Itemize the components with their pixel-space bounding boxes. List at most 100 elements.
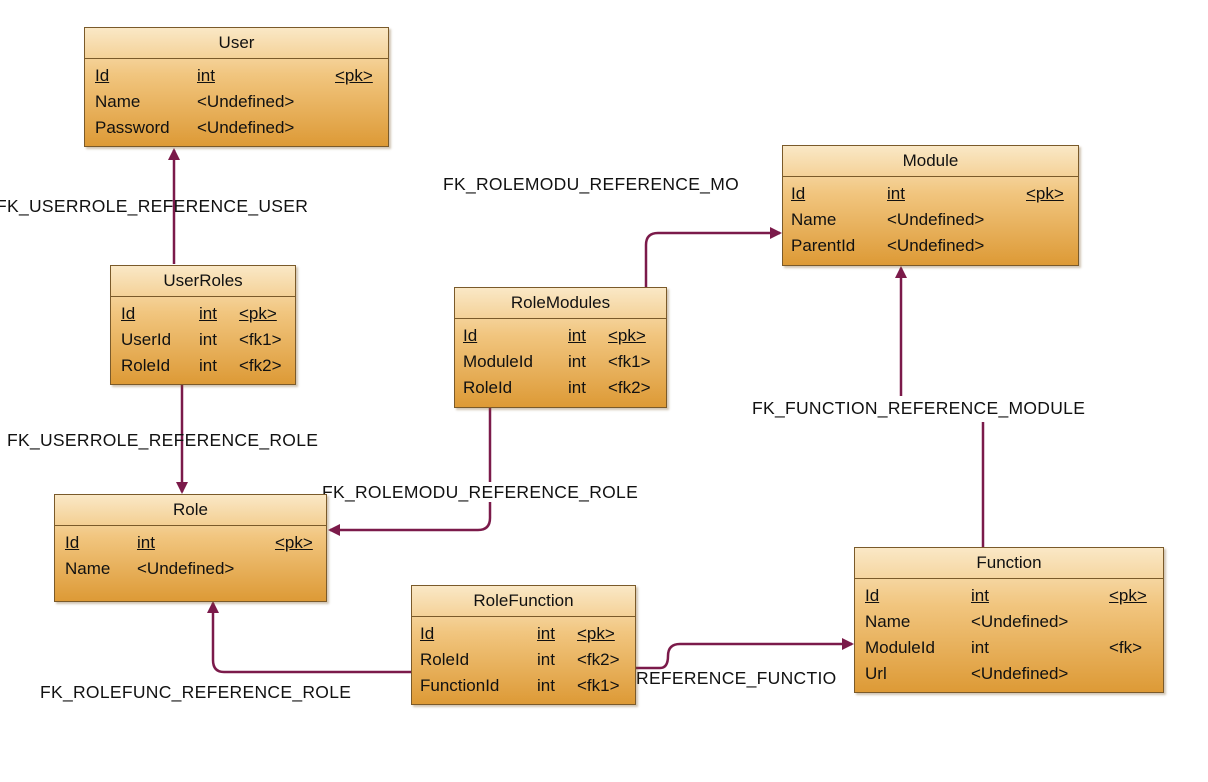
attr-key: <fk1> — [608, 352, 651, 371]
attr-name: Url — [865, 664, 887, 683]
attr-row: Id int <pk> — [783, 181, 1078, 207]
attr-type: int — [971, 586, 989, 605]
attr-row: RoleId int <fk2> — [412, 647, 635, 673]
attr-row: Id int <pk> — [455, 323, 666, 349]
entity-module[interactable]: Module Id int <pk> Name <Undefined> Pare… — [782, 145, 1079, 266]
attr-row: UserId int <fk1> — [111, 327, 295, 353]
attr-key: <fk2> — [577, 650, 620, 669]
connector-rolefunction-role — [207, 601, 411, 674]
attr-name: Id — [95, 66, 110, 85]
attr-key: <fk1> — [239, 330, 282, 349]
attr-row: RoleId int <fk2> — [111, 353, 295, 379]
attr-name: Id — [463, 326, 478, 345]
attr-name: Name — [791, 210, 837, 229]
attr-name: Id — [865, 586, 880, 605]
attr-row: Id int <pk> — [55, 530, 326, 556]
attr-type: int — [197, 66, 215, 85]
attr-name: RoleId — [121, 356, 171, 375]
attr-name: FunctionId — [420, 676, 500, 695]
attr-type: <Undefined> — [197, 118, 295, 137]
attr-key: <pk> — [1109, 586, 1147, 605]
attr-row: Id int <pk> — [412, 621, 635, 647]
attr-type: int — [568, 378, 586, 397]
rel-label-userrole-role: FK_USERROLE_REFERENCE_ROLE — [7, 430, 319, 450]
attr-row: Name <Undefined> — [55, 556, 326, 582]
attr-type: int — [199, 356, 217, 375]
attr-type: <Undefined> — [887, 210, 985, 229]
attr-row: Name <Undefined> — [85, 89, 388, 115]
attr-row: ModuleId int <fk1> — [455, 349, 666, 375]
entity-userroles-title: UserRoles — [111, 266, 295, 297]
attr-key: <fk1> — [577, 676, 620, 695]
attr-name: Name — [95, 92, 141, 111]
attr-name: Id — [65, 533, 80, 552]
attr-type: int — [199, 304, 217, 323]
entity-module-title: Module — [783, 146, 1078, 177]
attr-name: RoleId — [420, 650, 470, 669]
attr-name: UserId — [121, 330, 172, 349]
entity-user[interactable]: User Id int <pk> Name <Undefined> Passwo… — [84, 27, 389, 147]
attr-type: <Undefined> — [971, 612, 1069, 631]
attr-type: int — [971, 638, 989, 657]
attr-type: <Undefined> — [887, 236, 985, 255]
entity-role-title: Role — [55, 495, 326, 526]
attr-type: <Undefined> — [971, 664, 1069, 683]
connector-rolefunction-function — [636, 638, 854, 670]
entity-rolemodules[interactable]: RoleModules Id int <pk> ModuleId int <fk… — [454, 287, 667, 408]
rel-label-rolefunc-function: REFERENCE_FUNCTIO — [636, 668, 837, 688]
attr-key: <pk> — [608, 326, 646, 345]
rel-label-rolefunc-role: FK_ROLEFUNC_REFERENCE_ROLE — [40, 682, 352, 702]
attr-type: int — [568, 326, 586, 345]
attr-key: <pk> — [1026, 184, 1064, 203]
attr-row: Id int <pk> — [111, 301, 295, 327]
attr-row: Url <Undefined> — [855, 661, 1163, 687]
attr-name: RoleId — [463, 378, 513, 397]
attr-name: Password — [95, 118, 170, 137]
connector-rolemodules-role — [328, 408, 492, 536]
attr-row: ParentId <Undefined> — [783, 233, 1078, 259]
entity-rolefunction-title: RoleFunction — [412, 586, 635, 617]
attr-row: Name <Undefined> — [783, 207, 1078, 233]
entity-function[interactable]: Function Id int <pk> Name <Undefined> Mo… — [854, 547, 1164, 693]
attr-type: int — [537, 650, 555, 669]
entity-user-title: User — [85, 28, 388, 59]
attr-row: RoleId int <fk2> — [455, 375, 666, 401]
attr-key: <fk> — [1109, 638, 1143, 657]
attr-name: Id — [121, 304, 136, 323]
entity-rolefunction[interactable]: RoleFunction Id int <pk> RoleId int <fk2… — [411, 585, 636, 705]
attr-name: Name — [865, 612, 911, 631]
attr-name: ModuleId — [463, 352, 533, 371]
attr-name: ParentId — [791, 236, 856, 255]
attr-type: int — [568, 352, 586, 371]
attr-type: <Undefined> — [197, 92, 295, 111]
attr-key: <pk> — [275, 533, 313, 552]
attr-key: <pk> — [577, 624, 615, 643]
attr-type: int — [199, 330, 217, 349]
attr-key: <pk> — [239, 304, 277, 323]
attr-key: <pk> — [335, 66, 373, 85]
attr-type: int — [537, 676, 555, 695]
entity-userroles[interactable]: UserRoles Id int <pk> UserId int <fk1> R… — [110, 265, 296, 385]
attr-type: int — [137, 533, 155, 552]
rel-label-userrole-user: FK_USERROLE_REFERENCE_USER — [0, 196, 309, 216]
attr-name: ModuleId — [865, 638, 935, 657]
attr-row: Password <Undefined> — [85, 115, 388, 141]
attr-row: Id int <pk> — [855, 583, 1163, 609]
rel-label-function-module: FK_FUNCTION_REFERENCE_MODULE — [752, 398, 1086, 418]
attr-type: <Undefined> — [137, 559, 235, 578]
attr-name: Name — [65, 559, 111, 578]
attr-name: Id — [420, 624, 435, 643]
entity-role[interactable]: Role Id int <pk> Name <Undefined> — [54, 494, 327, 602]
attr-row: ModuleId int <fk> — [855, 635, 1163, 661]
rel-label-rolemodu-role: FK_ROLEMODU_REFERENCE_ROLE — [322, 482, 639, 502]
attr-row: Id int <pk> — [85, 63, 388, 89]
entity-rolemodules-title: RoleModules — [455, 288, 666, 319]
entity-function-title: Function — [855, 548, 1163, 579]
connector-rolemodules-module — [644, 227, 782, 288]
attr-row: Name <Undefined> — [855, 609, 1163, 635]
attr-name: Id — [791, 184, 806, 203]
attr-key: <fk2> — [239, 356, 282, 375]
attr-type: int — [537, 624, 555, 643]
